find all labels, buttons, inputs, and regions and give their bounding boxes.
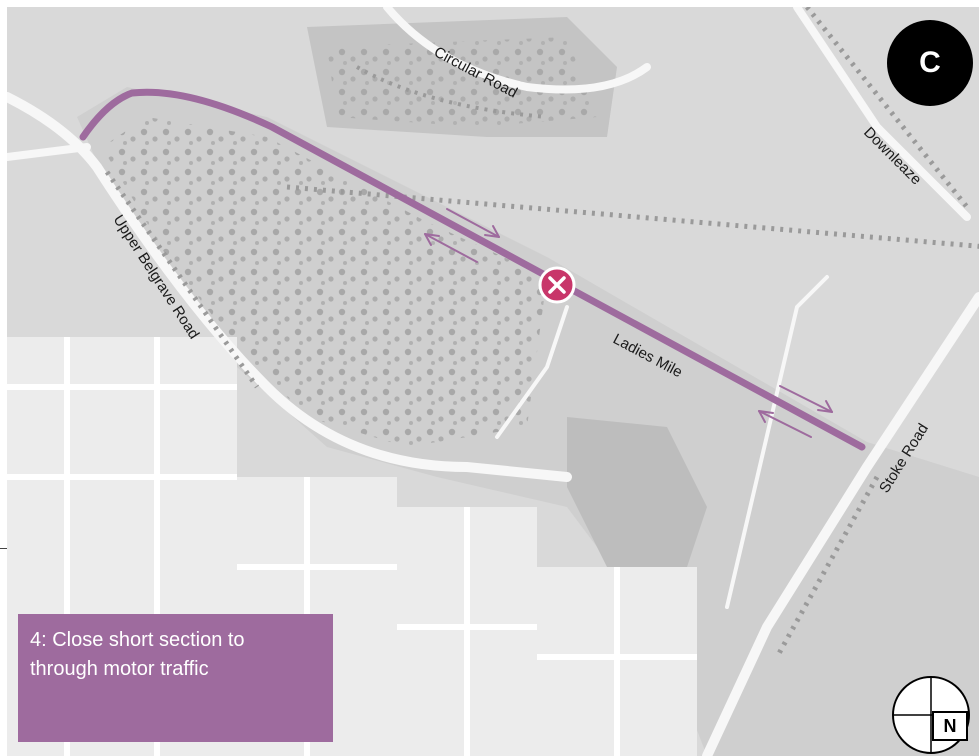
two-way-arrows-icon: [424, 208, 500, 263]
wooded-area-west: [102, 117, 547, 447]
two-way-arrows-icon: [758, 385, 833, 438]
label-downleaze: Downleaze: [860, 124, 925, 189]
north-label: N: [932, 711, 968, 741]
margin-tick: [0, 548, 8, 549]
caption-line-1: 4: Close short section to: [30, 629, 245, 651]
proposal-caption: 4: Close short section to through motor …: [18, 614, 333, 742]
closed-x-icon[interactable]: [538, 266, 576, 304]
ladies-mile-route[interactable]: [79, 88, 866, 451]
section-badge: C: [887, 20, 973, 106]
caption-line-2: through motor traffic: [30, 658, 209, 680]
section-id: C: [919, 46, 941, 79]
trees-north: [327, 37, 597, 127]
wooded-area-south: [567, 417, 707, 567]
